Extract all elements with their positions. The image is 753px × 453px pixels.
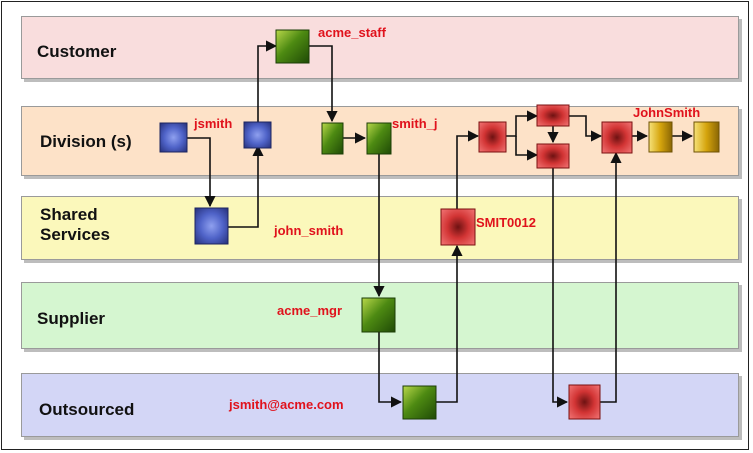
blue-node-shared xyxy=(194,207,229,245)
arrow-outsourced-to-shared xyxy=(436,244,463,403)
label-johnsmith: JohnSmith xyxy=(633,105,701,120)
red-node-outsourced xyxy=(568,384,601,420)
arrow-shared-to-red xyxy=(456,130,480,209)
lane-customer: Customer xyxy=(21,16,739,79)
gold-nodes xyxy=(648,121,720,153)
lane-label-division: Division (s) xyxy=(40,132,132,151)
lane-shared-services: Shared Services xyxy=(21,196,739,260)
blue-node-division xyxy=(243,121,272,149)
red-node-smit0012 xyxy=(440,208,476,246)
lane-label-customer: Customer xyxy=(37,42,117,61)
label-acme-mgr: acme_mgr xyxy=(277,303,343,318)
arrow-red-branch-top xyxy=(506,110,539,137)
arrow-red-branch-bottom xyxy=(515,136,539,161)
green-node-acme-mgr xyxy=(361,297,396,333)
green-node-division xyxy=(321,122,344,155)
green-node-email xyxy=(402,385,437,420)
arrow-jsmith-to-shared xyxy=(187,137,216,208)
blue-node-jsmith xyxy=(159,122,188,153)
blue-nodes xyxy=(159,121,272,245)
green-nodes xyxy=(275,29,437,420)
arrow-red-top-to-right xyxy=(569,115,603,142)
arrow-red-to-outsourced xyxy=(552,168,569,408)
red-node-division-right xyxy=(601,121,633,154)
arrow-shared-to-division xyxy=(228,144,264,228)
arrow-outsourced-to-division xyxy=(600,151,622,403)
label-email: jsmith@acme.com xyxy=(229,397,344,412)
arrow-division-to-customer xyxy=(257,40,278,122)
label-smith-j: smith_j xyxy=(392,116,438,131)
lane-label-outsourced: Outsourced xyxy=(39,400,135,419)
lane-label-shared-services: Shared Services xyxy=(40,205,110,244)
label-smit0012: SMIT0012 xyxy=(476,215,536,230)
red-nodes xyxy=(440,104,633,420)
lane-label-supplier: Supplier xyxy=(37,309,106,328)
red-node-division-bottom xyxy=(536,143,570,169)
label-acme-staff: acme_staff xyxy=(318,25,386,40)
gold-node-2 xyxy=(693,121,720,153)
green-node-acme-staff xyxy=(275,29,310,64)
green-node-smith-j xyxy=(366,122,392,155)
red-node-division-top xyxy=(536,104,570,127)
red-node-division-1 xyxy=(478,121,507,153)
label-john-smith: john_smith xyxy=(274,223,344,238)
arrow-customer-to-division xyxy=(309,45,338,123)
arrow-supplier-to-outsourced xyxy=(378,332,403,408)
label-jsmith: jsmith xyxy=(194,116,233,131)
lane-outsourced: Outsourced xyxy=(21,373,739,437)
gold-node-1 xyxy=(648,121,673,153)
